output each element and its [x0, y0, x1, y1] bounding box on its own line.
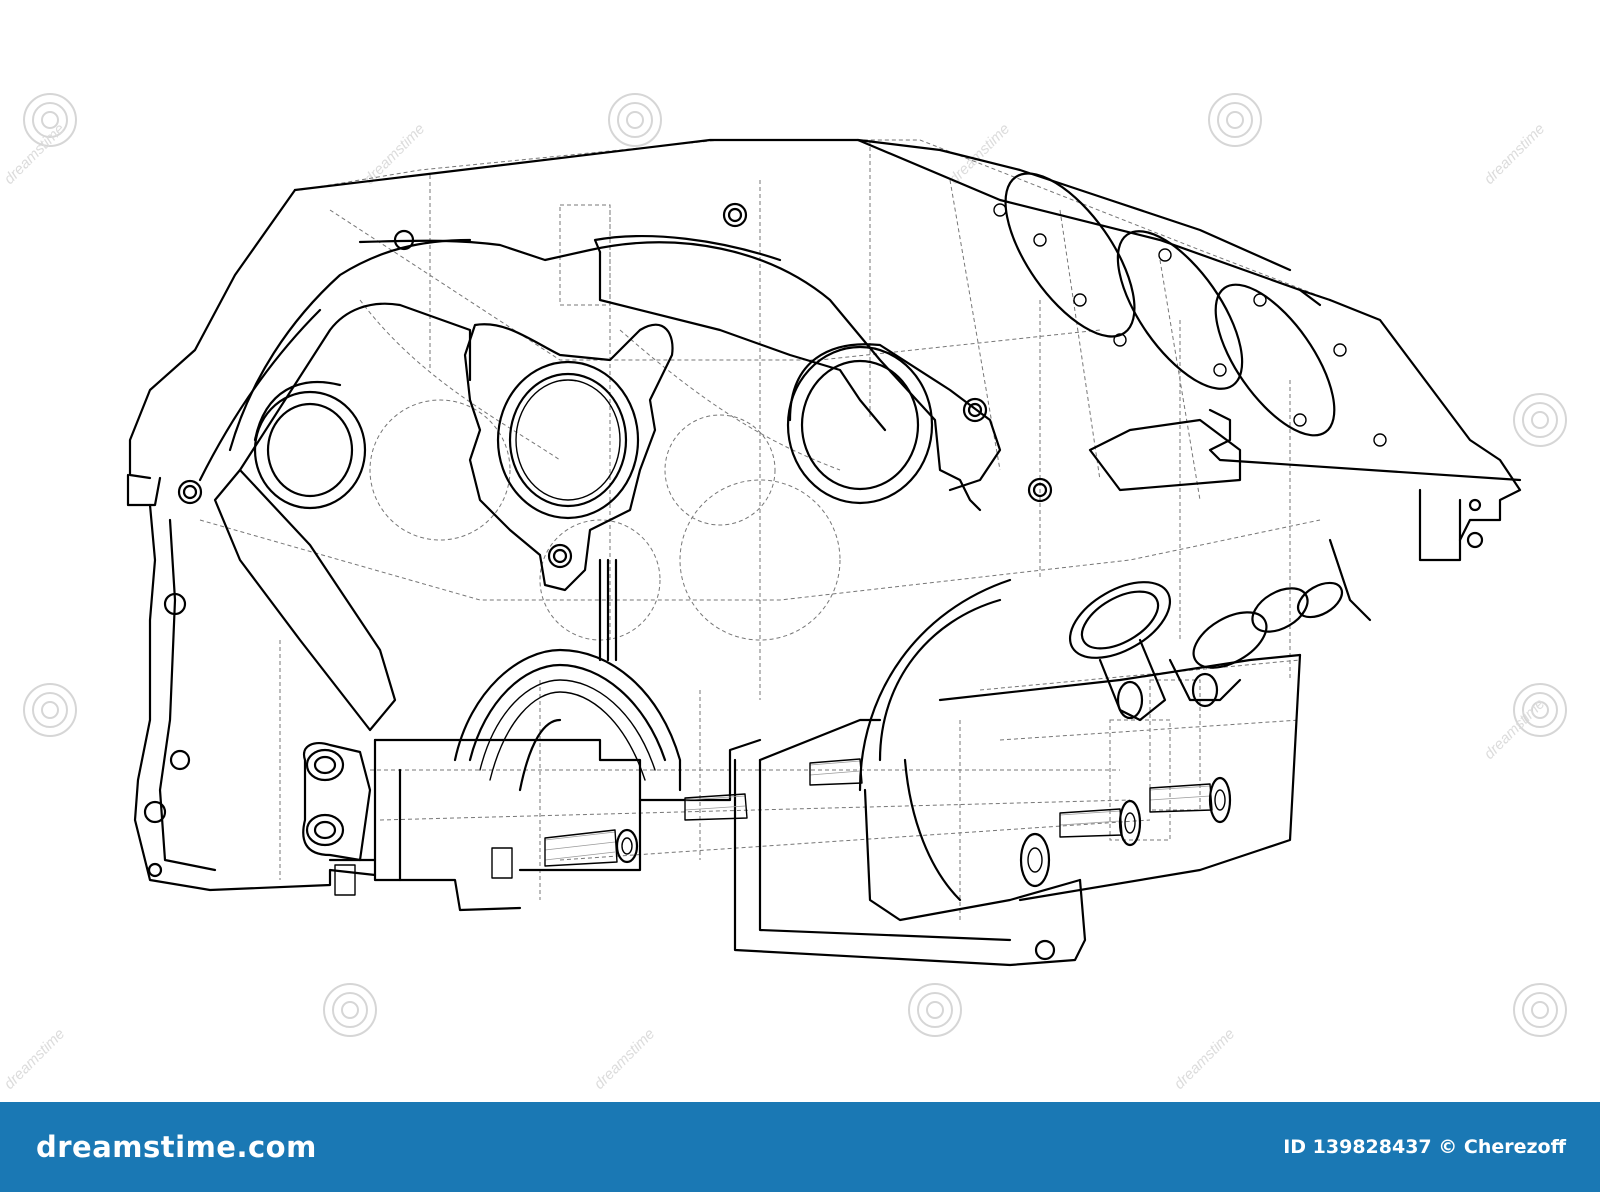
watermark-text: dreamstime — [1481, 120, 1548, 187]
brand-logo-text[interactable]: dreamstime.com — [36, 1130, 317, 1164]
hidden-lines — [199, 139, 1331, 920]
main-bearing-caps — [453, 558, 1082, 922]
watermark-text: dreamstime — [1171, 1025, 1238, 1092]
engine-drawing: dreamstime dreamstime dreamstime dreamst… — [1, 93, 1567, 1093]
image-credit: ID 139828437 © Cherezoff — [1283, 1102, 1566, 1192]
image-id: ID 139828437 — [1283, 1136, 1432, 1158]
cylinder-bank-right — [856, 138, 1522, 492]
watermark-text: dreamstime — [1, 120, 68, 187]
watermark-pattern: dreamstime dreamstime dreamstime dreamst… — [1, 93, 1567, 1093]
oil-gallery-bosses — [1068, 488, 1484, 722]
engine-block-wireframe-illustration: dreamstime dreamstime dreamstime dreamst… — [0, 93, 1567, 1093]
footer-bar: dreamstime.com ID 139828437 © Cherezoff — [0, 1102, 1600, 1192]
front-cover-plate — [143, 202, 1056, 961]
front-bosses-left — [302, 742, 372, 862]
watermark-text: dreamstime — [591, 1025, 658, 1092]
head-bolts — [334, 758, 1232, 896]
engine-block-outline — [126, 138, 1522, 967]
author-credit: © Cherezoff — [1438, 1136, 1566, 1158]
watermark-text: dreamstime — [1, 1025, 68, 1092]
